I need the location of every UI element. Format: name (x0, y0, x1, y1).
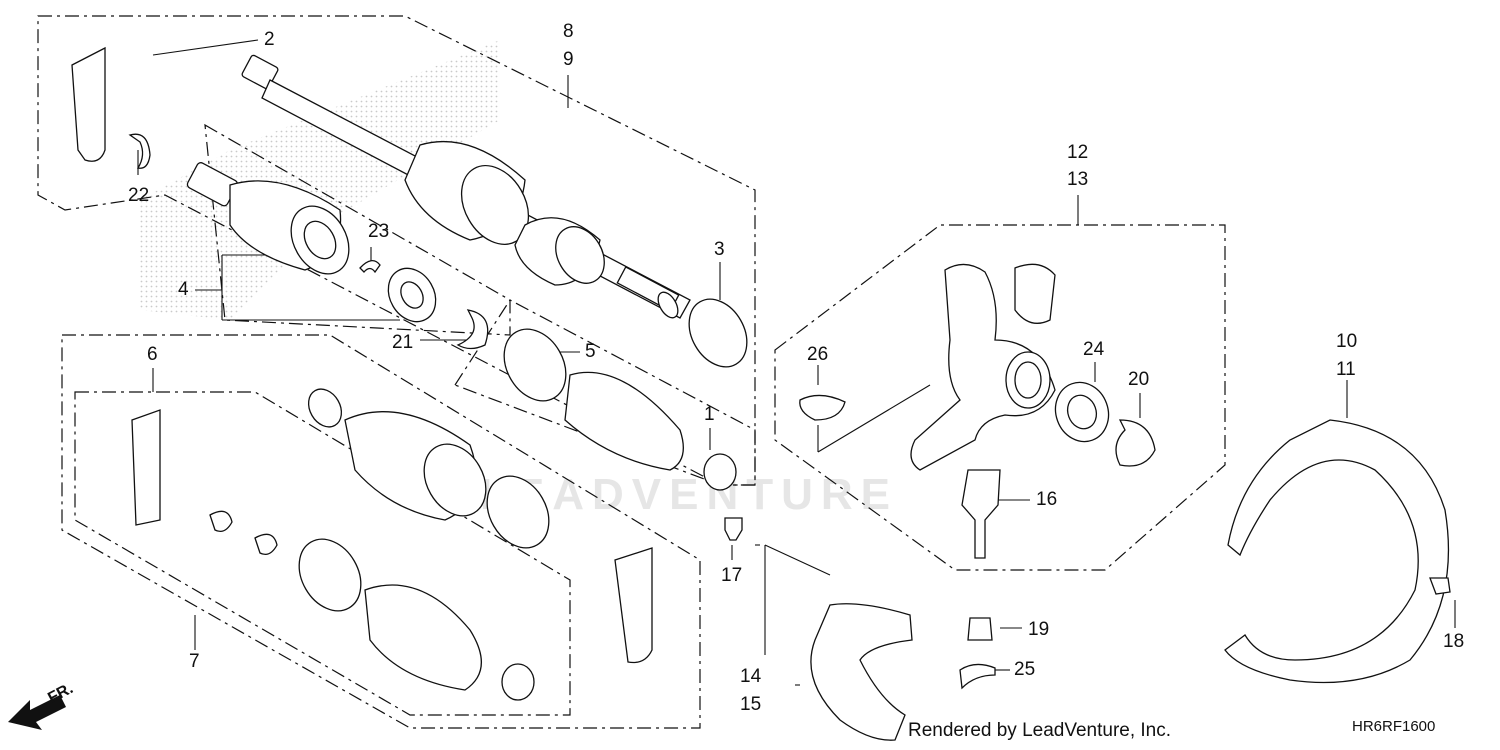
callout-13: 13 (1067, 169, 1089, 190)
diagram-code: HR6RF1600 (1352, 718, 1436, 735)
brake-dust-shield (1224, 419, 1451, 684)
drive-shaft (241, 54, 691, 319)
callout-6: 6 (147, 344, 158, 365)
callout-26: 26 (807, 344, 829, 365)
group-outline-7 (61, 334, 701, 729)
callout-1: 1 (704, 404, 715, 425)
grease-tubes (71, 46, 653, 664)
callout-2: 2 (264, 29, 275, 50)
watermark-text: LEADVENTURE (480, 470, 899, 519)
steering-knuckle (799, 263, 1156, 559)
group-outline-1-5 (454, 299, 756, 486)
callout-25: 25 (1014, 659, 1036, 680)
boots-and-bands (209, 298, 748, 701)
callout-10: 10 (1336, 331, 1358, 352)
stipple-shading (140, 40, 500, 320)
group-outline-12-13 (774, 224, 1226, 571)
callout-12: 12 (1067, 142, 1089, 163)
front-direction-arrow (8, 695, 66, 730)
callout-3: 3 (714, 239, 725, 260)
callout-7: 7 (189, 651, 200, 672)
group-outline-4 (204, 123, 511, 336)
inner-cv-joint (128, 133, 489, 350)
callout-11: 11 (1336, 359, 1356, 380)
callout-22: 22 (128, 185, 150, 206)
callout-17: 17 (721, 565, 743, 586)
callout-15: 15 (740, 694, 762, 715)
render-credit: Rendered by LeadVenture, Inc. (908, 720, 1172, 741)
callout-16: 16 (1036, 489, 1058, 510)
callout-18: 18 (1443, 631, 1465, 652)
callout-14: 14 (740, 666, 762, 687)
callout-19: 19 (1028, 619, 1050, 640)
callout-21: 21 (392, 332, 414, 353)
callout-9: 9 (563, 49, 574, 70)
callout-5: 5 (585, 341, 596, 362)
callout-8: 8 (563, 21, 574, 42)
group-outline-6 (74, 391, 571, 716)
knuckle-guard (724, 517, 996, 741)
leader-lines (137, 39, 1456, 686)
callout-20: 20 (1128, 369, 1150, 390)
callout-24: 24 (1083, 339, 1105, 360)
callout-4: 4 (178, 279, 189, 300)
callout-23: 23 (368, 221, 390, 242)
